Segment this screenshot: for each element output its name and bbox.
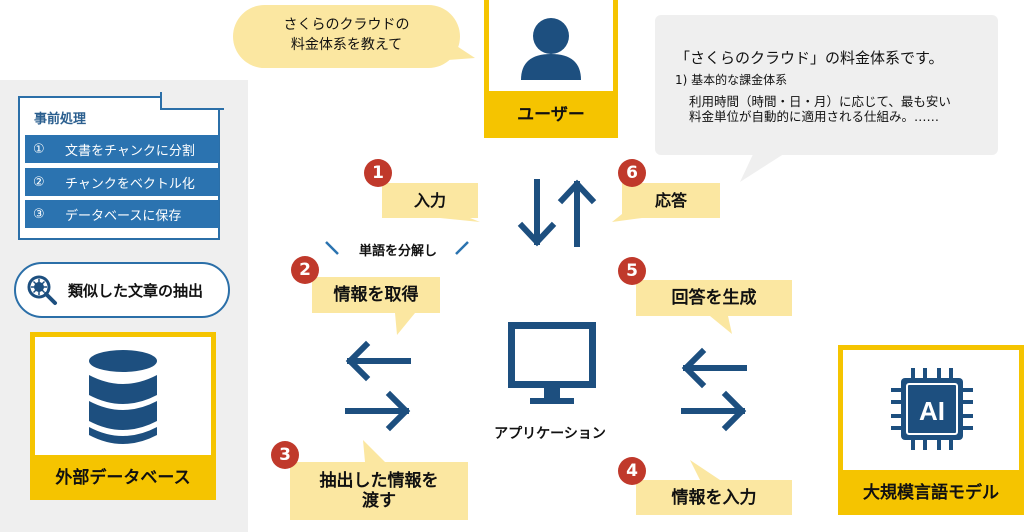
response-subheading: 1) 基本的な課金体系 <box>675 73 788 87</box>
arrow-down-icon <box>517 179 557 247</box>
step-5-badge: 5 <box>618 257 646 285</box>
database-icon <box>89 350 157 444</box>
response-bubble-tail <box>740 150 790 182</box>
tag-tail <box>612 214 642 222</box>
step-text: チャンクをベクトル化 <box>65 176 195 192</box>
application-label: アプリケーション <box>494 426 606 442</box>
similar-search-pill: 類似した文章の抽出 <box>14 262 230 318</box>
search-label: 類似した文章の抽出 <box>68 281 204 300</box>
response-bubble: 「さくらのクラウド」の料金体系です。 1) 基本的な課金体系 利用時間（時間・日… <box>655 15 998 155</box>
step-2-tag: 情報を取得 <box>312 277 440 313</box>
step-1-tag: 入力 <box>382 183 478 218</box>
step-3-badge: 3 <box>271 441 299 469</box>
arrow-right-icon <box>681 390 747 432</box>
question-line: さくらのクラウドの <box>283 17 410 33</box>
database-label: 外部データベース <box>35 455 211 495</box>
step-2-note: 単語を分解し <box>358 244 437 259</box>
step-2-badge: 2 <box>291 256 319 284</box>
step-4-tag: 情報を入力 <box>636 480 792 515</box>
llm-label: 大規模言語モデル <box>843 470 1019 510</box>
tag-tail <box>363 440 385 462</box>
step-6-badge: 6 <box>618 159 646 187</box>
tag-tail <box>395 313 415 335</box>
step-number: ② <box>33 174 45 190</box>
user-question-bubble: さくらのクラウドの 料金体系を教えて <box>233 5 460 68</box>
preprocess-step: ③ データベースに保存 <box>25 200 219 228</box>
magnifier-icon <box>27 275 57 305</box>
database-box: 外部データベース <box>30 332 216 500</box>
response-heading: 「さくらのクラウド」の料金体系です。 <box>675 49 944 67</box>
preprocess-notch <box>160 92 224 110</box>
user-label: ユーザー <box>489 91 613 133</box>
arrow-right-icon <box>345 390 411 432</box>
llm-box: AI 大規模言語モデル <box>838 345 1024 515</box>
user-box: ユーザー <box>484 0 618 138</box>
step-5-tag: 回答を生成 <box>636 280 792 316</box>
user-icon <box>521 18 581 80</box>
ai-chip-icon: AI <box>891 368 973 450</box>
preprocess-step: ② チャンクをベクトル化 <box>25 168 219 196</box>
step-number: ① <box>33 141 45 157</box>
preprocess-step: ① 文書をチャンクに分割 <box>25 135 219 163</box>
bubble-tail <box>440 35 475 60</box>
preprocess-title: 事前処理 <box>34 112 87 127</box>
note-slash <box>325 241 469 255</box>
step-3-line: 渡す <box>362 491 396 511</box>
question-line: 料金体系を教えて <box>290 37 403 53</box>
tag-tail <box>710 316 732 334</box>
arrow-left-icon <box>681 347 747 389</box>
step-1-badge: 1 <box>364 159 392 187</box>
tag-tail <box>690 460 720 480</box>
arrow-left-icon <box>345 340 411 382</box>
response-text: 料金単位が自動的に適用される仕組み。…… <box>689 109 940 124</box>
step-3-line: 抽出した情報を <box>319 471 439 491</box>
step-3-tag: 抽出した情報を渡す <box>290 462 468 520</box>
ai-chip-text: AI <box>919 396 945 426</box>
step-number: ③ <box>33 206 45 222</box>
step-6-tag: 応答 <box>622 183 720 218</box>
step-text: データベースに保存 <box>65 208 182 224</box>
response-text: 利用時間（時間・日・月）に応じて、最も安い <box>689 94 951 109</box>
monitor-icon <box>508 322 596 404</box>
step-4-badge: 4 <box>618 457 646 485</box>
arrow-up-icon <box>557 179 597 247</box>
step-text: 文書をチャンクに分割 <box>65 143 195 159</box>
